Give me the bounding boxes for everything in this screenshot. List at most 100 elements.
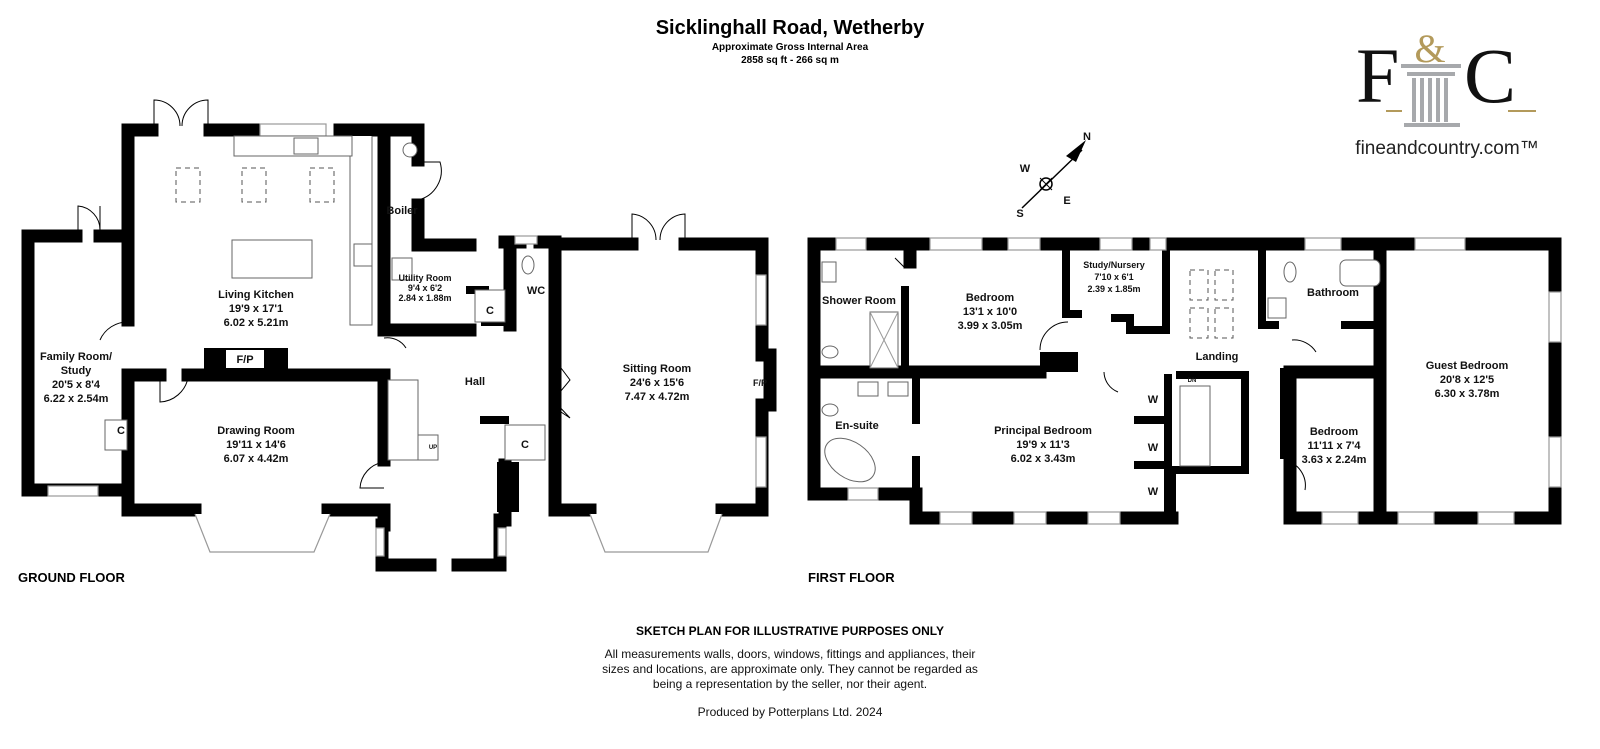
window xyxy=(375,527,385,557)
french-doors xyxy=(77,205,101,236)
room-dimension-label: 24'6 x 15'6 xyxy=(630,377,684,389)
room-name: En-suite xyxy=(835,420,878,432)
area-caption: Approximate Gross Internal Area xyxy=(712,42,869,53)
basin-icon xyxy=(857,381,879,397)
basin-icon xyxy=(821,261,837,283)
door xyxy=(1291,339,1317,353)
room-dimension-label: C xyxy=(117,425,125,437)
room-dimension-label: 3.63 x 2.24m xyxy=(1302,454,1367,466)
windows xyxy=(835,237,1562,525)
staircase xyxy=(387,379,439,461)
north-arrow-icon xyxy=(1066,140,1086,162)
wardrobe-label: W xyxy=(1148,442,1159,454)
room-dimension-label: 2.84 x 1.88m xyxy=(398,293,451,303)
room-dimension-label: 19'9 x 11'3 xyxy=(1016,439,1070,451)
room-dimension-label: 2.39 x 1.85m xyxy=(1087,284,1140,294)
window xyxy=(514,235,538,245)
french-doors xyxy=(631,213,686,244)
fireplace-label: F/P xyxy=(753,378,767,388)
column-icon xyxy=(1401,64,1461,127)
room-name: Bedroom xyxy=(966,292,1015,304)
room-name: Landing xyxy=(1196,351,1239,363)
kitchen-island xyxy=(231,239,313,279)
door xyxy=(1103,371,1119,393)
first-floor-plan: DN Shower Room Bedroom 13'1 x 10'0 3.99 … xyxy=(807,237,1562,525)
rooflights xyxy=(1189,269,1234,339)
boiler-icon xyxy=(402,142,418,158)
first-floor-label: FIRST FLOOR xyxy=(808,570,895,585)
door xyxy=(99,321,189,403)
room-dimension-label: 7.47 x 4.72m xyxy=(625,391,690,403)
sink-icon xyxy=(293,137,319,155)
room-name: Guest Bedroom xyxy=(1426,360,1509,372)
room-dimension-label: S xyxy=(1016,208,1023,220)
room-name: Bedroom xyxy=(1310,426,1359,438)
room-dimension-label: W xyxy=(1020,163,1031,175)
room-dimension-label: UP xyxy=(429,445,437,451)
room-dimension-label: 6.02 x 3.43m xyxy=(1011,453,1076,465)
compass: N W E S xyxy=(1016,131,1091,220)
area-value: 2858 sq ft - 266 sq m xyxy=(741,55,839,66)
room-name: Utility Room xyxy=(399,273,452,283)
room-dimension-label: C xyxy=(521,439,529,451)
fireplace-label: F/P xyxy=(236,354,253,366)
utility-sink-icon xyxy=(391,257,413,281)
room-name: Drawing Room xyxy=(217,425,295,437)
wardrobe-label: W xyxy=(1148,486,1159,498)
room-dimension-label: 20'8 x 12'5 xyxy=(1440,374,1494,386)
room-name: Sitting Room xyxy=(623,363,692,375)
svg-text:F: F xyxy=(1356,32,1399,119)
french-doors xyxy=(153,99,209,130)
svg-text:C: C xyxy=(1464,32,1516,119)
door xyxy=(554,359,571,419)
room-dimension-label: N xyxy=(1083,131,1091,143)
room-dimension-label: C xyxy=(486,305,494,317)
toilet-icon xyxy=(1283,261,1297,283)
room-name: Principal Bedroom xyxy=(994,425,1092,437)
window xyxy=(755,274,767,326)
plan-title: Sicklinghall Road, Wetherby xyxy=(656,17,925,39)
room-dimension-label: 6.07 x 4.42m xyxy=(224,453,289,465)
hob-icon xyxy=(353,243,373,267)
disclaimer-line: being a representation by the seller, no… xyxy=(653,677,927,691)
toilet-icon xyxy=(821,345,839,359)
room-name: Shower Room xyxy=(822,295,896,307)
door xyxy=(894,257,906,269)
door xyxy=(1283,459,1306,491)
room-dimension-label: 19'9 x 17'1 xyxy=(229,303,283,315)
disclaimer-line: All measurements walls, doors, windows, … xyxy=(605,647,976,661)
bath-icon xyxy=(824,437,876,483)
disclaimer-line: sizes and locations, are approximate onl… xyxy=(602,662,978,676)
wardrobe-label: W xyxy=(1148,394,1159,406)
ground-floor-label: GROUND FLOOR xyxy=(18,570,125,585)
room-name: Boiler xyxy=(386,205,418,217)
window xyxy=(497,527,507,557)
room-dimension-label: 3.99 x 3.05m xyxy=(958,320,1023,332)
toilet-icon xyxy=(521,255,535,275)
logo-website: fineandcountry.com™ xyxy=(1355,138,1538,159)
room-name: Study/Nursery xyxy=(1083,260,1145,270)
door xyxy=(359,461,385,489)
room-dimension-label: 19'11 x 14'6 xyxy=(226,439,286,451)
toilet-icon xyxy=(821,403,839,417)
room-dimension-label: 11'11 x 7'4 xyxy=(1308,440,1362,452)
basin-icon xyxy=(1267,297,1287,319)
room-name: Hall xyxy=(465,376,485,388)
room-name: Bathroom xyxy=(1307,287,1359,299)
producer-credit: Produced by Potterplans Ltd. 2024 xyxy=(698,705,883,719)
window xyxy=(755,436,767,488)
ground-floor-plan: F/P F/P xyxy=(21,99,777,572)
door xyxy=(417,161,442,201)
room-dimension-label: DN xyxy=(1188,378,1197,384)
room-dimension-label: 6.30 x 3.78m xyxy=(1435,388,1500,400)
room-name: Living Kitchen xyxy=(218,289,294,301)
room-dimension-label: Study xyxy=(61,365,92,377)
room-dimension-label: 20'5 x 8'4 xyxy=(52,379,101,391)
room-dimension-label: 6.22 x 2.54m xyxy=(44,393,109,405)
room-name: WC xyxy=(527,285,545,297)
room-dimension-label: 9'4 x 6'2 xyxy=(408,283,442,293)
bath-icon xyxy=(1339,259,1381,287)
room-dimension-label: 6.02 x 5.21m xyxy=(224,317,289,329)
svg-text:&: & xyxy=(1414,26,1445,71)
